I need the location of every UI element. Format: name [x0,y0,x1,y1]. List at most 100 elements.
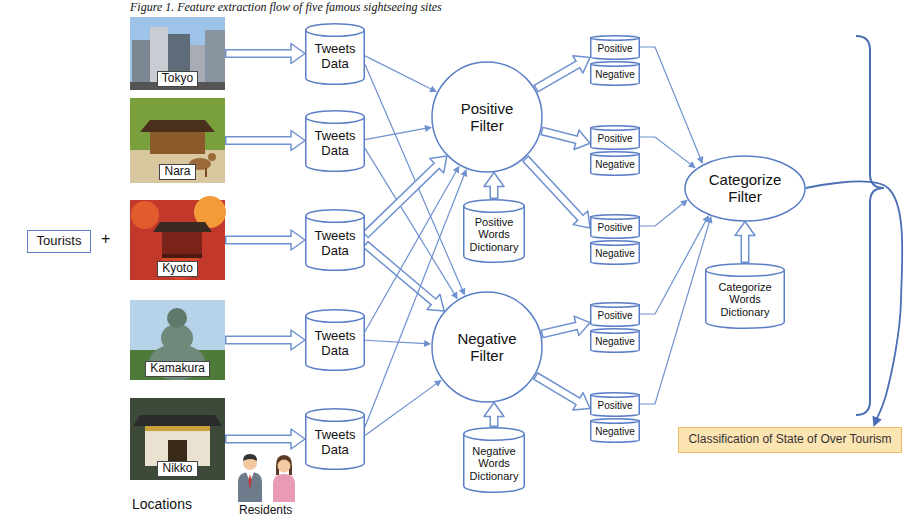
arrow-line [365,383,437,435]
arrow-hollow [491,415,497,425]
cylinder-body [464,206,525,262]
arrow-head [429,86,437,92]
arrow-head [706,216,713,224]
arrow-head [291,330,305,350]
flow-connector [225,44,305,64]
filter-outline [432,292,542,402]
dictionary-store: Positive Words Dictionary [463,199,525,263]
text-holder: Negative [594,426,636,438]
cylinder-body [591,305,640,326]
flow-connector [525,158,590,228]
node-text: Tourists [37,234,82,249]
result-box: Classification of State of Over Tourism [678,427,902,453]
flow-connector [225,429,305,449]
flow-connector [640,137,696,168]
cylinder-body [591,64,640,85]
arrow-hollow [227,237,293,243]
node-text: Tweets Data [309,428,361,458]
arrow-line [640,47,701,159]
cylinder-top [464,428,525,441]
node-text: Positive Filter [447,100,528,135]
cylinder-top [591,214,640,219]
location-label: Kamakura [145,361,210,377]
arrow-line [365,340,426,343]
flow-connector [640,215,709,314]
flow-connector [735,222,755,264]
arrow-hollow [742,234,748,262]
cylinder-top [591,35,640,40]
node-text: Negative Words Dictionary [467,445,521,483]
text-holder: Tweets Data [309,424,361,461]
positive-store: Positive [590,125,640,150]
arrow-hollow [227,337,293,343]
location-photo: Kyoto [130,200,225,280]
node-text: Tweets Data [309,229,361,259]
text-holder: Negative [594,69,636,81]
group-bracket [856,36,884,415]
text-holder: Tokyo [130,71,225,87]
arrow-outline [225,236,293,245]
text-holder: Classification of State of Over Tourism [687,431,893,449]
cylinder-body [306,30,365,84]
location-photo: Tokyo [130,17,225,90]
arrow-hollow [227,436,293,442]
flow-connector [640,47,703,164]
text-holder: Categorize Words Dictionary [709,279,781,320]
flow-connector [365,244,444,311]
arrow-hollow [536,376,579,402]
text-holder: Tweets Data [309,225,361,262]
arrow-head [424,340,431,347]
positive-store: Positive [590,302,640,327]
tokyo-photo [130,17,225,90]
categorize-ellipse: Categorize Filter [684,155,806,222]
actor-box: Tourists [27,230,91,253]
arrow-outline [535,64,579,89]
flow-connector [365,125,432,140]
cylinder-body [591,217,640,238]
flow-connector [365,148,458,299]
arrow-line [640,221,710,404]
negative-store: Negative [590,61,640,86]
text-holder: Negative [594,159,636,171]
cylinder-body [591,243,640,264]
cylinder-top [591,151,640,156]
location-photo: Kamakura [130,300,225,380]
cylinder-body [591,154,640,175]
arrow-hollow [366,165,438,235]
node-text: Categorize Words Dictionary [709,281,781,319]
cylinder-top [306,210,365,223]
text-holder: Negative [594,248,636,260]
arrow-head [434,380,442,387]
node-text: Positive [597,400,632,412]
node-text: Tweets Data [309,42,361,72]
arrow-head [735,222,755,236]
flow-connector [225,230,305,250]
arrow-head [872,416,881,427]
cylinder-top [591,61,640,66]
plus-sign: + [101,230,110,248]
arrow-hollow [543,326,578,334]
cylinder-body [591,395,640,416]
arrow-head [484,173,504,187]
flow-connector [806,181,902,427]
positive-store: Positive [590,214,640,239]
axis-label: Residents [239,504,292,518]
arrow-head [697,156,703,164]
cylinder-top [591,328,640,333]
arrow-head [461,169,468,177]
node-text: Positive Words Dictionary [467,216,521,254]
flow-connector [365,56,437,92]
positive-store: Positive [590,35,640,60]
arrow-hollow [227,138,293,144]
text-holder: Tweets Data [309,126,361,163]
arrow-outline [225,435,293,444]
arrow-outline [542,326,578,335]
cylinder-body [464,434,525,492]
flow-connector [365,156,447,235]
arrow-line [640,203,684,226]
node-text: Positive [597,133,632,145]
cylinder-body [591,128,640,149]
location-label: Tokyo [157,71,198,87]
arrow-outline [541,131,578,140]
text-holder: Nikko [130,461,225,477]
